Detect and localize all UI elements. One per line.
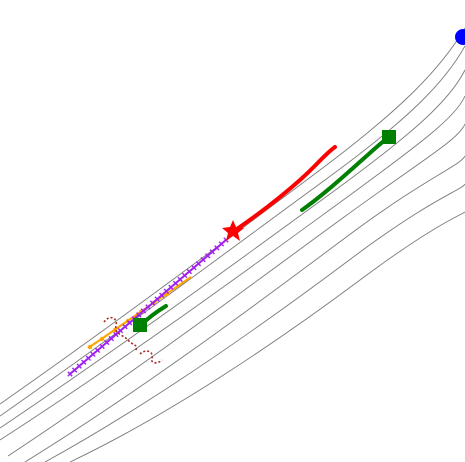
history-orange-track	[87, 276, 192, 349]
history-cross-marker	[172, 280, 179, 287]
lane-line	[0, 45, 465, 417]
history-cross-marker	[71, 367, 78, 373]
history-cross-marker	[182, 272, 188, 279]
lane-line	[44, 183, 465, 462]
pedestrian-marks	[103, 316, 163, 364]
history-cross-marker	[145, 304, 151, 310]
history-cross-marker	[81, 359, 87, 365]
history-cross-marker	[214, 245, 220, 251]
pedestrian-track	[103, 316, 138, 351]
ego-trajectory	[232, 145, 337, 233]
history-cross-marker	[113, 331, 119, 338]
agent-square-marker	[382, 130, 396, 144]
history-cross-marker	[154, 296, 160, 302]
history-cross-marker	[204, 253, 211, 259]
lane-lines	[0, 27, 465, 462]
history-cross-marker	[218, 241, 225, 247]
lane-line	[24, 155, 465, 462]
history-orange-path	[87, 276, 192, 349]
goal-circle-marker	[455, 29, 465, 45]
agent-square-marker	[133, 318, 147, 332]
history-point	[99, 336, 105, 342]
history-cross-marker	[200, 257, 206, 263]
history-cross-marker	[191, 264, 197, 271]
history-cross-marker	[140, 308, 147, 314]
history-cross-marker	[209, 249, 215, 255]
history-cross-marker	[136, 312, 142, 318]
history-cross-marker	[76, 363, 82, 369]
lane-line	[0, 27, 465, 405]
history-cross-marker	[104, 339, 110, 346]
history-cross-marker	[168, 284, 174, 290]
pedestrian-track	[139, 350, 163, 364]
history-cross-marker	[108, 335, 114, 342]
lane-line	[0, 69, 465, 429]
history-cross-marker	[126, 320, 133, 326]
history-cross-marker	[99, 343, 105, 350]
history-cross-marker	[122, 324, 128, 330]
history-cross-marker	[90, 351, 96, 357]
lane-line	[7, 123, 465, 457]
ego-star-marker	[222, 220, 244, 241]
history-cross-marker	[67, 371, 73, 377]
history-cross-marker	[94, 347, 101, 354]
history-cross-marker	[163, 288, 170, 294]
history-purple-crosses	[67, 237, 229, 377]
history-cross-marker	[177, 276, 183, 283]
history-cross-marker	[159, 292, 165, 298]
lane-line	[0, 95, 465, 441]
history-cross-marker	[117, 327, 124, 334]
history-cross-marker	[85, 355, 92, 361]
lane-line	[69, 211, 465, 462]
history-cross-marker	[149, 300, 156, 306]
history-cross-marker	[195, 260, 202, 267]
history-point	[87, 344, 93, 350]
history-cross-marker	[186, 268, 192, 275]
